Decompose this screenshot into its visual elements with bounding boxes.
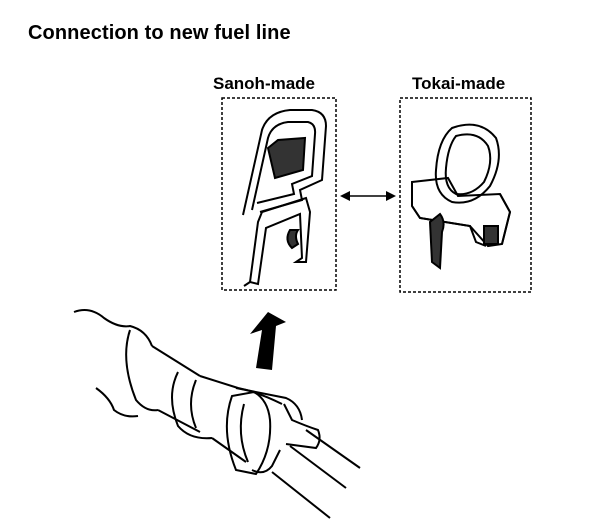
sanoh-frame xyxy=(221,97,337,291)
tokai-frame xyxy=(399,97,532,293)
up-arrow-icon xyxy=(250,312,286,370)
tokai-clip-icon xyxy=(411,123,512,270)
sanoh-made-label: Sanoh-made xyxy=(213,74,316,93)
double-headed-arrow-icon xyxy=(340,191,396,201)
tokai-made-label: Tokai-made xyxy=(412,74,506,93)
sanoh-clip-icon xyxy=(242,109,328,287)
page-title: Connection to new fuel line xyxy=(28,22,291,44)
fuel-line-icon xyxy=(73,309,361,519)
